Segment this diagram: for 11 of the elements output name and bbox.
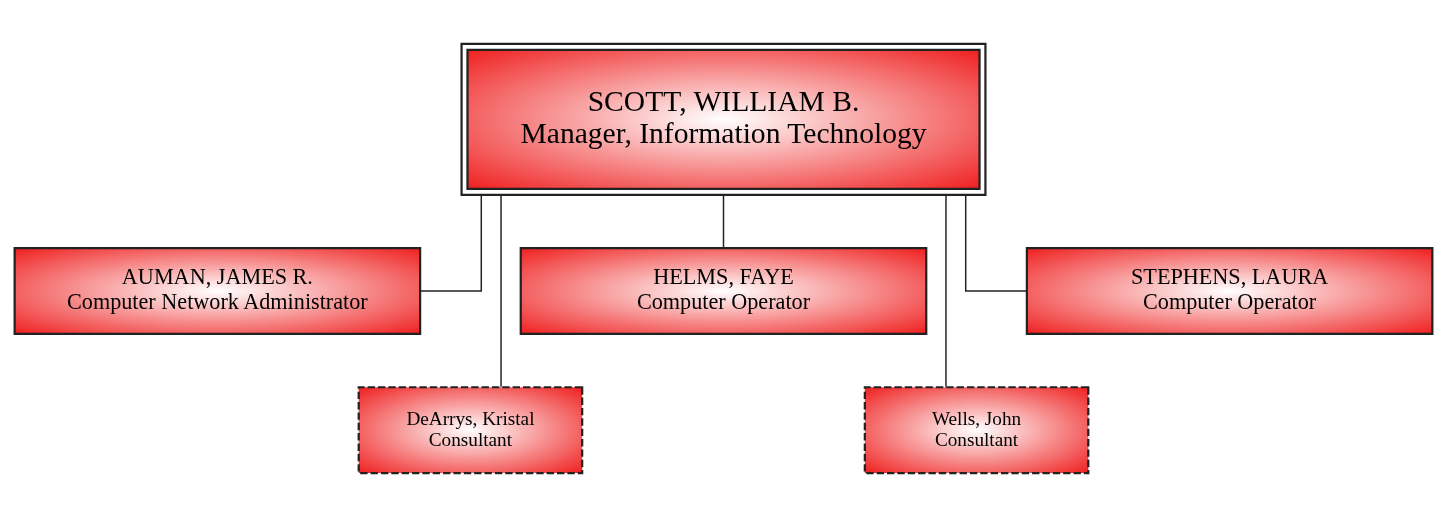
connector	[500, 193, 502, 388]
node-box: DeArrys, Kristal Consultant	[357, 385, 584, 474]
connector	[964, 193, 1027, 292]
node-box: Wells, John Consultant	[863, 385, 1090, 474]
connector	[420, 193, 483, 292]
node-box: HELMS, FAYE Computer Operator	[519, 246, 928, 335]
node-box: STEPHENS, LAURA Computer Operator	[1025, 246, 1434, 335]
node-box: SCOTT, WILLIAM B. Manager, Information Technology	[460, 42, 987, 196]
connector	[722, 193, 725, 249]
connector	[945, 193, 947, 388]
node-box: AUMAN, JAMES R. Computer Network Administrator	[13, 246, 422, 335]
